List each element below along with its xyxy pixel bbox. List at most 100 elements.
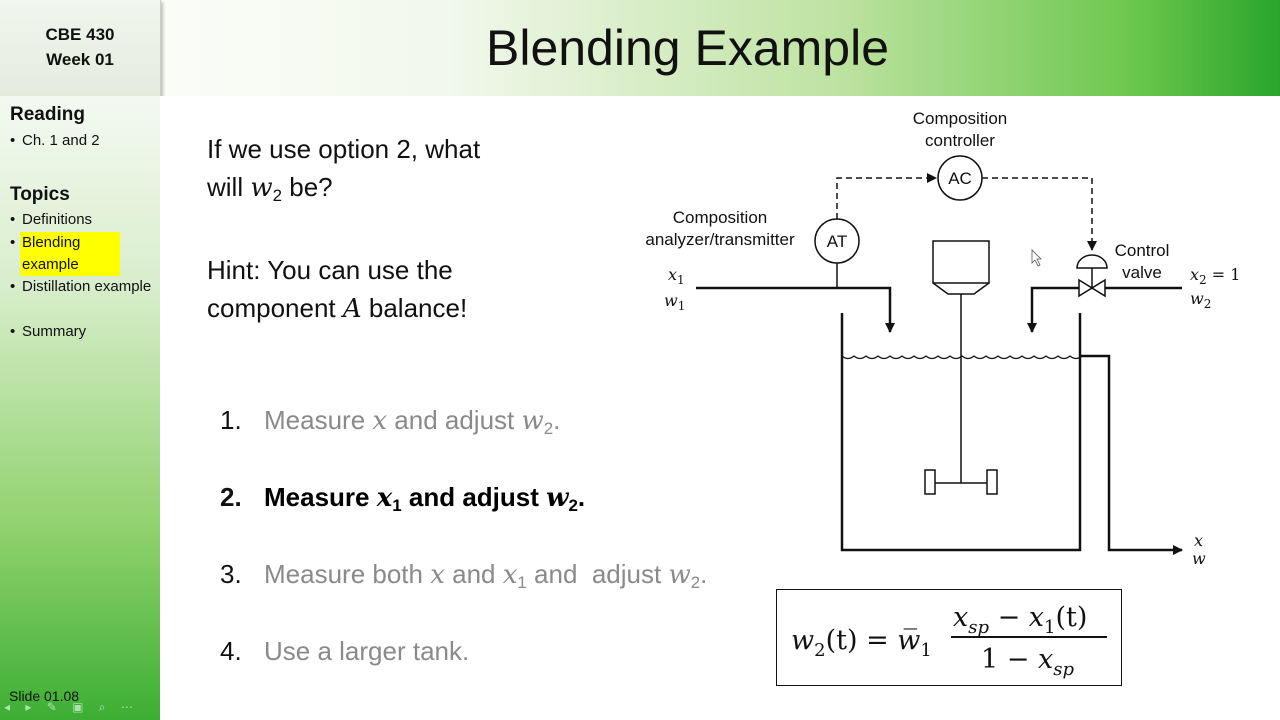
outlet-x: x [1194,531,1203,550]
bullet: • [10,278,16,295]
motor [932,240,990,284]
analyzer-tag: AT [827,232,847,251]
analyzer-label-1: Composition [673,208,768,227]
option-1: 1. Measure x and adjust w2. [220,403,560,446]
sidebar-item-definitions[interactable]: • Definitions [10,209,158,231]
valve-label-1: Control [1115,241,1170,260]
var-w: w [521,406,544,436]
inlet2-x: x2 = 1 [1190,265,1240,287]
var-w: w [668,560,691,590]
inlet2-w: w2 [1190,289,1211,311]
hint-text: Hint: You can use the component A balanc… [207,251,467,328]
tank-wall [840,313,1082,552]
option-text: . [577,482,586,512]
controller-label-1: Composition [913,109,1008,128]
outlet-pipe [1080,354,1183,555]
option-2: 2.Measure x1 and adjust w2. [220,480,585,523]
option-number: 1. [220,405,242,435]
bullet: • [10,234,16,251]
var-x: x [430,560,445,590]
question-text: If we use option 2, what will w2 be? [207,130,480,215]
bullet: • [10,132,16,149]
question-text-part: be? [282,172,333,202]
blending-process-diagram: Composition controller AC Composition an… [645,109,1240,568]
signal-line-at-to-ac [836,173,937,219]
question-line-1: If we use option 2, what [207,134,481,164]
sidebar-item-label: Definitions [22,211,93,228]
subscript: 2 [690,573,701,593]
question-line-2: will w2 be? [207,168,480,215]
option-3: 3.Measure both x and x1 and adjust w2. [220,557,707,600]
sidebar-item-reading[interactable]: • Ch. 1 and 2 [10,130,158,152]
liquid-surface [841,355,1083,360]
var-x: x [372,406,388,436]
signal-line-ac-to-valve [982,177,1097,251]
option-text: Measure [264,482,377,512]
subscript: 2 [568,496,578,516]
sidebar [0,96,160,720]
subscript: 1 [517,573,527,593]
controller-label-2: controller [925,131,995,150]
formula-lhs: w2(t) = w̅1 [791,625,932,661]
impeller-blade-left [924,469,936,495]
sidebar-item-label: Summary [22,323,87,340]
reading-heading: Reading [10,104,85,125]
controller-tag: AC [948,169,972,188]
subscript: 2 [272,186,283,206]
bullet: • [10,323,16,340]
var-x: x [502,560,518,590]
course-week: Week 01 [46,50,114,69]
hint-line-1: Hint: You can use the [207,255,453,285]
sidebar-item-label: Distillation example [22,278,152,295]
formula-numerator: xsp − x1(t) [953,602,1087,638]
sidebar-item-blending[interactable]: • Blending example [10,232,158,276]
option-text: Measure both [264,559,431,589]
mouse-cursor-icon [1031,249,1042,267]
option-text: Use a larger tank. [264,636,470,666]
analyzer-label-2: analyzer/transmitter [645,230,795,249]
slide-title: Blending Example [485,20,890,76]
inlet1-pipe [696,286,895,333]
course-box: CBE 430 Week 01 [0,0,161,96]
outlet-w: w [1192,549,1206,568]
topics-heading: Topics [10,184,70,205]
var-w: w [250,173,273,203]
option-text: . [700,559,708,589]
bullet: • [10,211,16,228]
valve-actuator [1076,254,1108,269]
formula-svg: w2(t) = w̅1 xsp − x1(t) 1 − xsp [791,602,1107,680]
slide-number: Slide 01.08 [9,688,80,704]
formula-denominator: 1 − xsp [981,644,1074,680]
option-number: 4. [220,636,242,666]
question-text-part: will [207,172,251,202]
hint-text-part: balance! [361,293,468,323]
inlet1-x: x1 [668,265,685,287]
motor-coupling [932,282,990,295]
slideshow-nav-icons[interactable]: ◂ ▸ ✎ ▣ ⌕ ⋯ [4,700,139,714]
option-text: and adjust [526,559,669,589]
hint-text-part: component [207,293,343,323]
var-A: A [342,294,362,324]
course-code: CBE 430 [45,25,115,44]
subscript: 1 [392,496,402,516]
sidebar-item-label: Ch. 1 and 2 [22,132,100,149]
var-x: x [376,483,393,513]
option-number: 2. [220,482,242,512]
subscript: 2 [543,419,554,439]
sidebar-item-summary[interactable]: • Summary [10,321,158,343]
option-text: and adjust [387,405,522,435]
inlet2-pipe [1027,286,1182,333]
valve-label-2: valve [1122,263,1162,282]
option-text: . [553,405,561,435]
slide-header [0,0,1280,96]
sidebar-item-label: Blending example [20,232,120,276]
option-text: Measure [264,405,373,435]
formula-box: w2(t) = w̅1 xsp − x1(t) 1 − xsp [776,589,1122,686]
hint-line-2: component A balance! [207,289,467,328]
impeller-blade-right [986,469,998,495]
sidebar-item-distillation[interactable]: • Distillation example [10,276,158,298]
var-w: w [546,483,569,513]
option-text: and adjust [401,482,547,512]
option-text: and [444,559,503,589]
inlet1-w: w1 [664,291,685,313]
